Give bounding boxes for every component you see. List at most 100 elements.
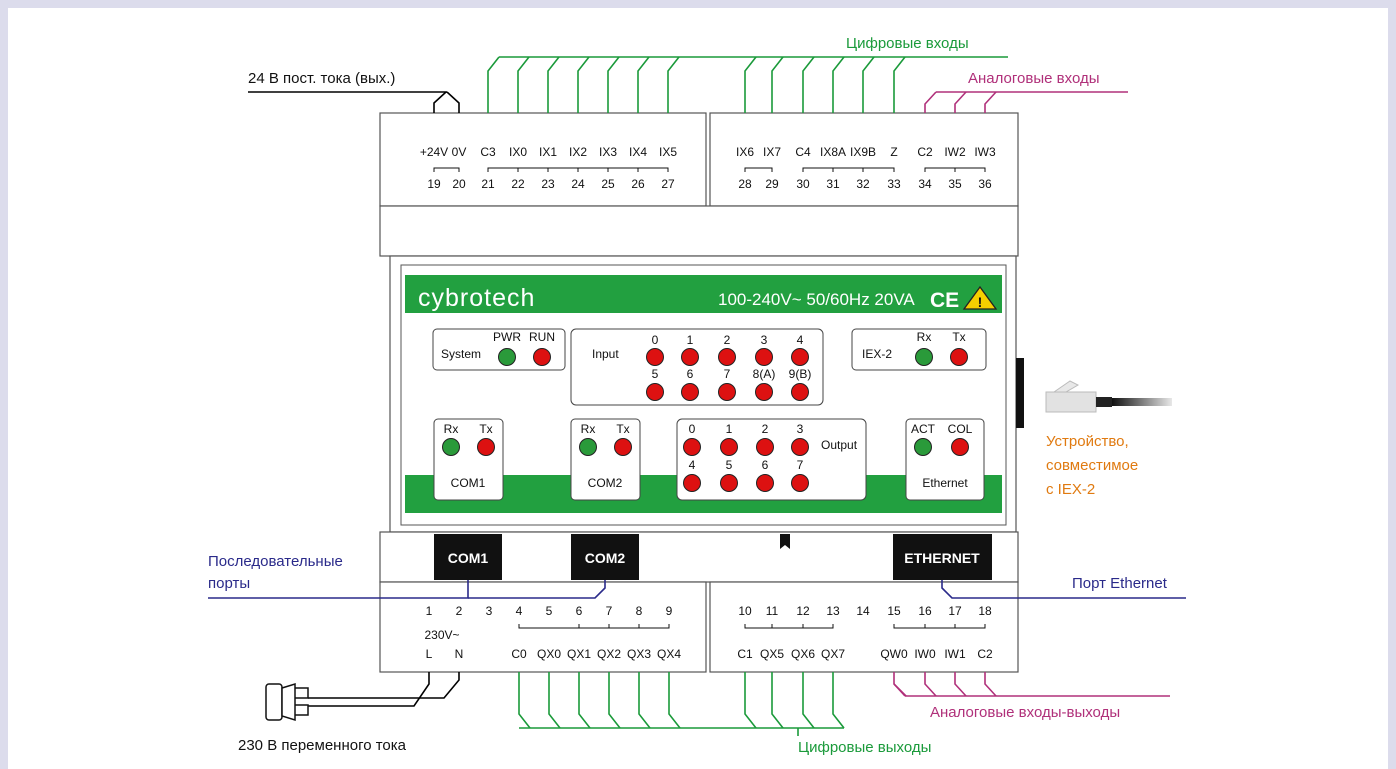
digital-output-wire: [668, 672, 681, 729]
digital-input-wire: [832, 56, 845, 113]
warning-triangle-icon: !: [962, 285, 998, 310]
top-terminal-number-1: 20: [452, 177, 466, 191]
system-label: System: [441, 347, 481, 361]
com1-rx-led: [442, 438, 460, 456]
top-terminal-number-0: 28: [738, 177, 752, 191]
digital-input-wire: [771, 56, 784, 113]
output-label: Output: [821, 438, 858, 452]
top-terminal-number-2: 30: [796, 177, 810, 191]
bottom-terminal-number-7: 17: [948, 604, 962, 618]
input-led-label-1: 1: [687, 333, 694, 347]
output-led-label-1: 1: [726, 422, 733, 436]
output-led-6: [756, 474, 774, 492]
output-led-3: [791, 438, 809, 456]
input-led-2: [718, 348, 736, 366]
iex-tx-led: [950, 348, 968, 366]
top-terminal-name-7: IW2: [944, 145, 966, 159]
iex-device-callout-line3: с IEX-2: [1046, 481, 1095, 498]
top-terminal-number-3: 31: [826, 177, 840, 191]
ethernet-port-label: ETHERNET: [904, 550, 980, 566]
iex-rx-label: Rx: [917, 330, 932, 344]
input-led-6: [681, 383, 699, 401]
input-led-label-3: 3: [761, 333, 768, 347]
supply-label: 230V~: [424, 628, 459, 642]
top-terminal-name-0: IX6: [736, 145, 754, 159]
ac-plug-icon: [265, 682, 309, 722]
digital-output-wire: [608, 672, 621, 729]
com2-port: [571, 534, 639, 580]
output-led-label-6: 6: [762, 458, 769, 472]
top-terminal-name-6: IX3: [599, 145, 617, 159]
digital-output-wire: [548, 672, 561, 729]
analog-input-wire: [984, 91, 997, 113]
bottom-terminal-number-6: 7: [606, 604, 613, 618]
input-led-4: [791, 348, 809, 366]
digital-input-wire: [607, 56, 620, 113]
ethernet-port-callout: Порт Ethernet: [1072, 575, 1168, 592]
bottom-terminal-number-8: 9: [666, 604, 673, 618]
top-terminal-number-5: 33: [887, 177, 901, 191]
top-terminal-number-6: 25: [601, 177, 615, 191]
serial-ports-callout-line2: порты: [208, 575, 250, 592]
bottom-terminal-number-2: 12: [796, 604, 810, 618]
wires: [208, 56, 1186, 736]
output-led-5: [720, 474, 738, 492]
com1-tx-label: Tx: [479, 422, 492, 436]
com2-rx-label: Rx: [581, 422, 596, 436]
top-terminal-name-1: 0V: [452, 145, 467, 159]
top-terminal-number-5: 24: [571, 177, 585, 191]
upper-rail: [379, 205, 1019, 257]
digital-input-wire: [547, 56, 560, 113]
top-terminal-number-2: 21: [481, 177, 495, 191]
bottom-terminal-number-4: 14: [856, 604, 870, 618]
bottom-terminal-name-3: C0: [511, 647, 527, 661]
digital-output-wire: [638, 672, 651, 729]
output-led-7: [791, 474, 809, 492]
com2-port-label: COM2: [585, 550, 626, 566]
input-led-1: [681, 348, 699, 366]
bottom-terminal-name-6: IW0: [914, 647, 936, 661]
com2-tx-led: [614, 438, 632, 456]
output-led-label-0: 0: [689, 422, 696, 436]
digital-input-wire: [487, 56, 500, 113]
top-terminal-number-1: 29: [765, 177, 779, 191]
bottom-terminal-number-6: 16: [918, 604, 932, 618]
digital-outputs-callout: Цифровые выходы: [798, 739, 931, 756]
output-led-2: [756, 438, 774, 456]
top-terminal-number-6: 34: [918, 177, 932, 191]
analog-io-callout: Аналоговые входы-выходы: [930, 704, 1120, 721]
serial-ports-line: [468, 580, 606, 599]
top-terminal-number-7: 26: [631, 177, 645, 191]
top-terminal-number-8: 27: [661, 177, 675, 191]
com2-tx-label: Tx: [616, 422, 629, 436]
com1-tx-led: [477, 438, 495, 456]
bottom-terminal-number-1: 2: [456, 604, 463, 618]
digital-input-wire: [637, 56, 650, 113]
bottom-terminal-number-0: 1: [426, 604, 433, 618]
dc24-wire: [433, 91, 447, 113]
output-led-label-4: 4: [689, 458, 696, 472]
top-terminal-name-2: C3: [480, 145, 496, 159]
top-terminal-number-4: 32: [856, 177, 870, 191]
ethernet-col-led: [951, 438, 969, 456]
digital-input-wire: [744, 56, 757, 113]
analog-io-wire: [924, 672, 937, 697]
iex-device-callout-line2: совместимое: [1046, 457, 1138, 474]
bottom-terminal-name-2: QX6: [791, 647, 815, 661]
com2-rx-led: [579, 438, 597, 456]
digital-inputs-callout: Цифровые входы: [846, 35, 969, 52]
digital-input-wire: [802, 56, 815, 113]
ethernet-port: [893, 534, 992, 580]
brand-logo: cybrotech: [418, 284, 535, 312]
bottom-terminal-name-0: C1: [737, 647, 753, 661]
digital-output-wire: [518, 672, 531, 729]
bottom-terminal-number-7: 8: [636, 604, 643, 618]
